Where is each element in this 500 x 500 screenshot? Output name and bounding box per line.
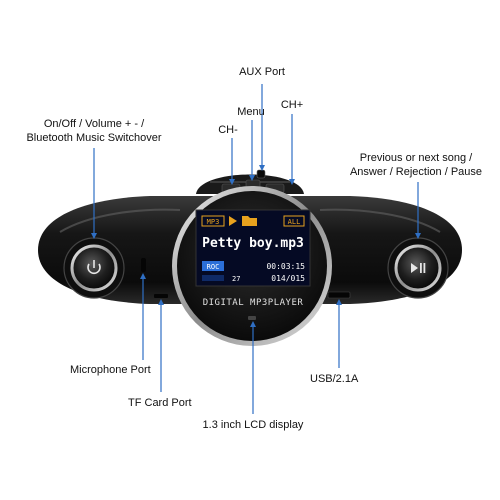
play-label-line2: Answer / Rejection / Pause	[349, 166, 483, 178]
lcd-label: 1.3 inch LCD display	[202, 419, 304, 431]
usb-port[interactable]	[327, 291, 351, 299]
microphone-label: Microphone Port	[70, 364, 151, 376]
tf-card-label: TF Card Port	[128, 397, 192, 409]
aux-port-label: AUX Port	[239, 66, 285, 78]
play-indicator-icon	[229, 216, 237, 226]
play-pause-icon	[411, 263, 426, 273]
menu-label: Menu	[237, 106, 265, 118]
callout-lines	[91, 84, 421, 414]
screen-button[interactable]	[248, 316, 256, 320]
aux-port[interactable]	[256, 169, 266, 179]
song-title: Petty boy.mp3	[202, 236, 304, 251]
all-badge: ALL	[288, 218, 301, 226]
folder-icon	[242, 216, 257, 226]
power-label-line2: Bluetooth Music Switchover	[26, 132, 162, 144]
device-name: DIGITAL MP3PLAYER	[203, 298, 304, 308]
microphone-hole	[141, 258, 146, 272]
usb-label: USB/2.1A	[310, 373, 359, 385]
mp3-badge-frame	[201, 215, 225, 227]
play-label-line1: Previous or next song /	[359, 152, 473, 164]
track-position: 014/015	[271, 274, 305, 283]
power-icon	[87, 260, 101, 275]
track-number: 27	[232, 275, 240, 283]
power-label-line1: On/Off / Volume + - /	[43, 118, 145, 130]
eq-badge: ROC	[207, 263, 220, 271]
eq-badge-frame	[202, 261, 224, 271]
ch-minus-label: CH-	[218, 124, 238, 136]
ch-plus-label: CH+	[280, 99, 304, 111]
tf-card-slot[interactable]	[154, 294, 168, 298]
mp3-badge: MP3	[207, 218, 220, 226]
all-badge-frame	[283, 215, 305, 227]
time-display: 00:03:15	[266, 262, 305, 271]
signal-bar	[202, 275, 224, 281]
